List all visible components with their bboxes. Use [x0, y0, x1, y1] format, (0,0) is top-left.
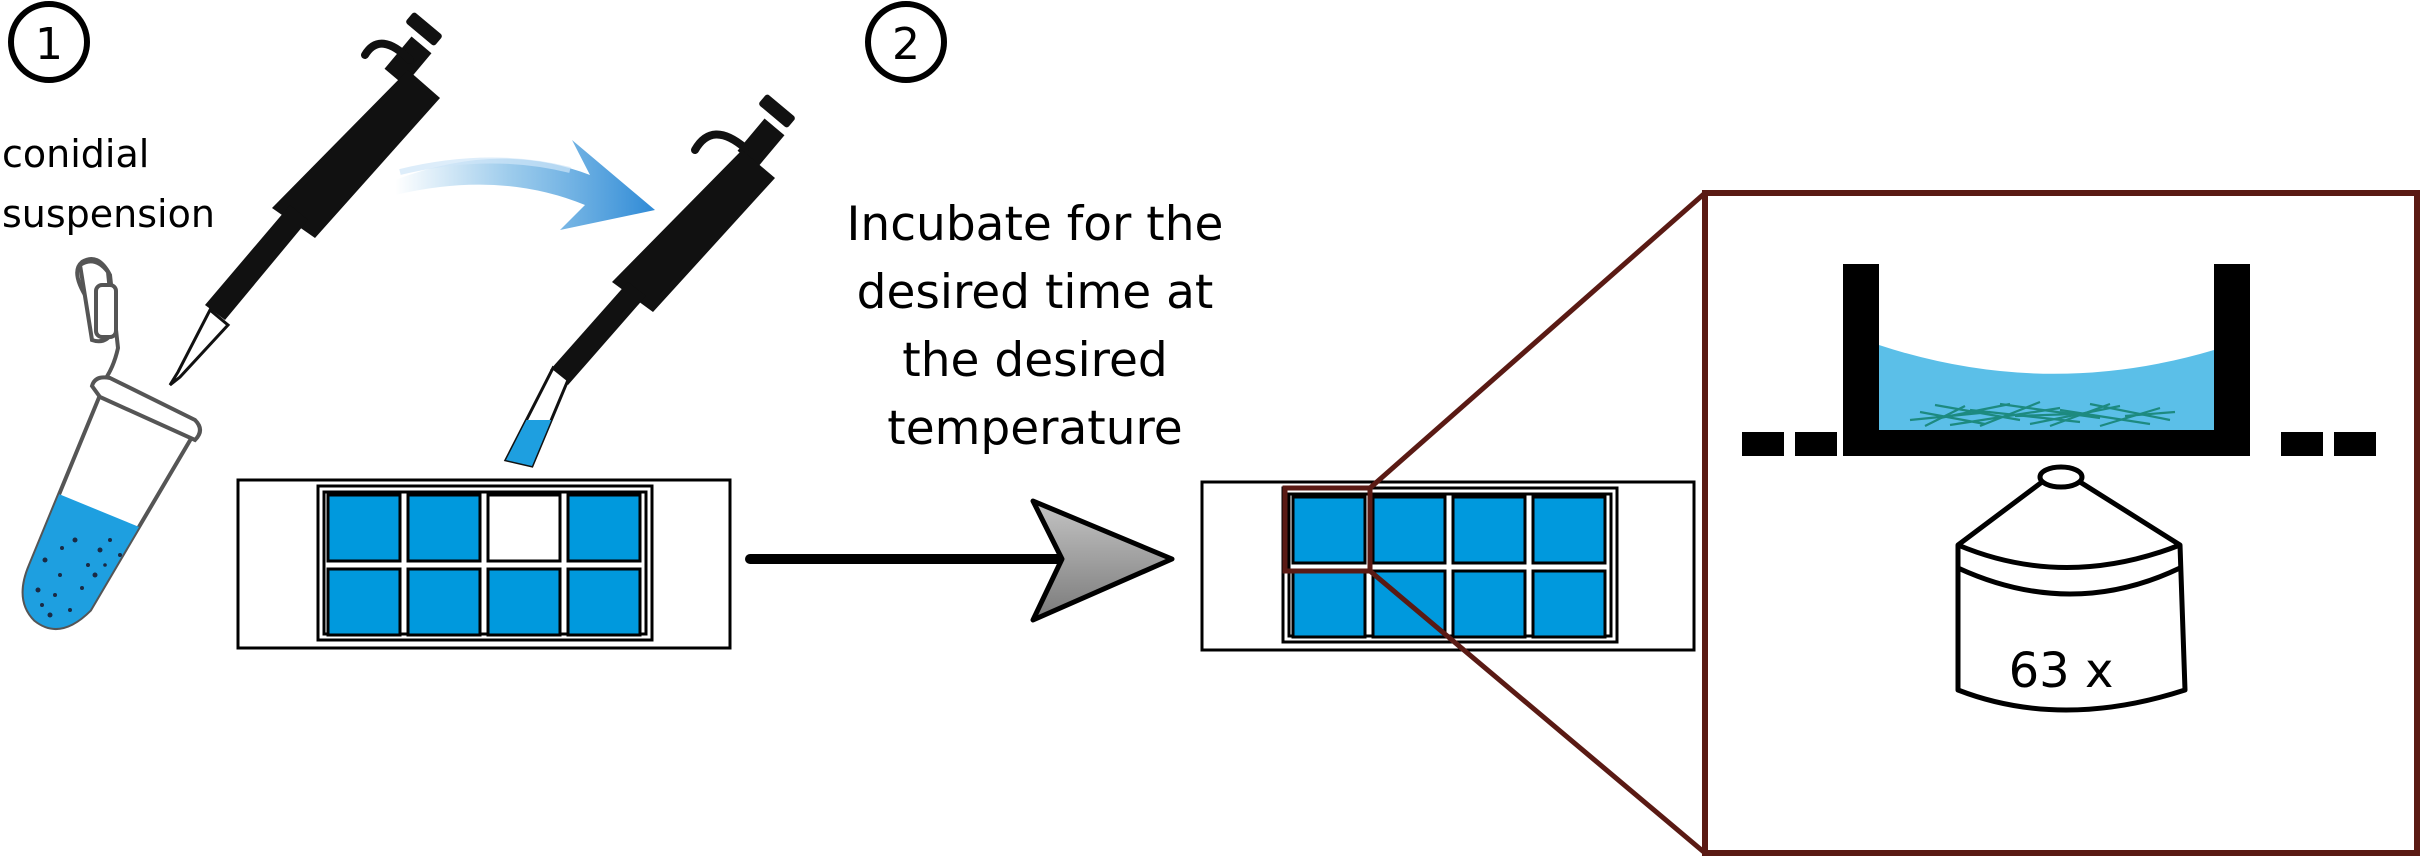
microcentrifuge-tube-icon: [21, 257, 202, 630]
incubate-line-1: Incubate for the: [847, 197, 1224, 252]
well-filled: [1291, 569, 1367, 639]
conidial-suspension-label: conidial suspension: [2, 132, 215, 236]
well-filled: [1531, 495, 1607, 565]
step-2-marker: 2: [865, 1, 947, 83]
chamber-slide-after: [1200, 480, 1696, 652]
well-filled: [566, 493, 642, 563]
well-filled: [1451, 569, 1527, 639]
well-filled: [326, 493, 402, 563]
pipette-icon: [168, 12, 442, 387]
incubate-line-2: desired time at: [857, 265, 1214, 320]
well-filled: [326, 567, 402, 637]
suspension-label-line2: suspension: [2, 192, 215, 236]
well-filled: [486, 567, 562, 637]
well-filled: [1451, 495, 1527, 565]
well-cross-section: [1742, 264, 2376, 456]
incubation-instructions: Incubate for the desired time at the des…: [847, 197, 1224, 456]
incubate-line-4: temperature: [887, 401, 1182, 456]
process-arrow-icon: [745, 498, 1175, 623]
well-filled: [1531, 569, 1607, 639]
well-filled: [1371, 495, 1447, 565]
well-filled: [566, 567, 642, 637]
magnification-label: 63 x: [2009, 643, 2114, 699]
step-1-number: 1: [35, 19, 63, 70]
transfer-arrow-icon: [395, 140, 655, 230]
incubate-line-3: the desired: [902, 333, 1167, 388]
well-empty: [486, 493, 562, 563]
well-filled: [406, 493, 482, 563]
hyphae-icon: [1909, 400, 2176, 428]
well-filled: [1291, 495, 1367, 565]
objective-lens-icon: 63 x: [1955, 464, 2188, 713]
step-2-number: 2: [892, 19, 920, 70]
well-filled: [406, 567, 482, 637]
pipette-filled-icon: [503, 94, 795, 468]
step-1-marker: 1: [8, 1, 90, 83]
suspension-label-line1: conidial: [2, 132, 149, 176]
chamber-slide-before: [236, 478, 732, 650]
